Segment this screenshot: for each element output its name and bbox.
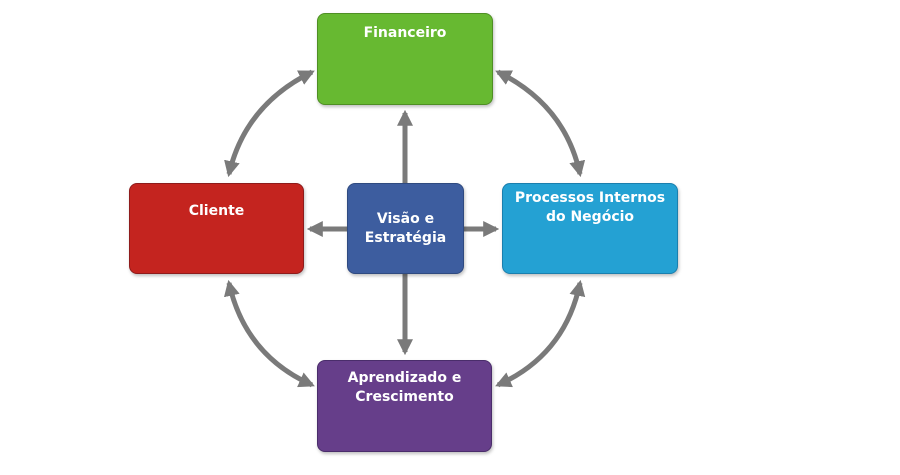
processos-internos-box: Processos Internos do Negócio xyxy=(502,183,678,274)
arrow-financeiro-processos xyxy=(495,69,586,178)
arrow-processos-aprendizado xyxy=(495,279,586,388)
financeiro-box: Financeiro xyxy=(317,13,493,105)
cliente-box: Cliente xyxy=(129,183,304,274)
arrow-cliente-aprendizado xyxy=(223,279,315,388)
processos-internos-label: Processos Internos do Negócio xyxy=(514,190,666,225)
visao-estrategia-label: Visão e Estratégia xyxy=(364,210,447,246)
cliente-label: Cliente xyxy=(188,203,245,219)
financeiro-label: Financeiro xyxy=(363,25,447,41)
aprendizado-crescimento-label: Aprendizado e Crescimento xyxy=(347,370,462,405)
arrow-financeiro-cliente xyxy=(224,69,315,178)
visao-estrategia-box: Visão e Estratégia xyxy=(347,183,464,274)
aprendizado-crescimento-box: Aprendizado e Crescimento xyxy=(317,360,492,452)
